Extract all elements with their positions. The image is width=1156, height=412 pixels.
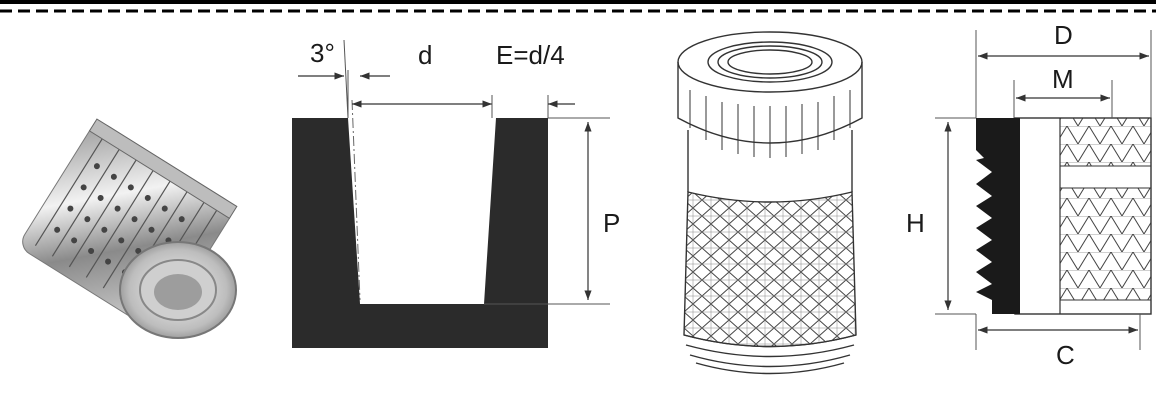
- height-label: H: [906, 208, 925, 238]
- insert-drawing: [677, 31, 863, 375]
- angle-label: 3°: [310, 38, 335, 68]
- hole-diagram: 3° d E=d/4 P: [292, 38, 620, 348]
- insert-photo: [22, 118, 238, 339]
- base-diameter-label: C: [1056, 340, 1075, 370]
- thread-label: M: [1052, 64, 1074, 94]
- top-dashed-border: [0, 0, 1156, 13]
- insert-section-diagram: D M H C: [906, 20, 1152, 370]
- outer-diameter-label: D: [1054, 20, 1073, 50]
- diameter-label: d: [418, 40, 432, 70]
- wall-thickness-label: E=d/4: [496, 40, 565, 70]
- depth-label: P: [603, 208, 620, 238]
